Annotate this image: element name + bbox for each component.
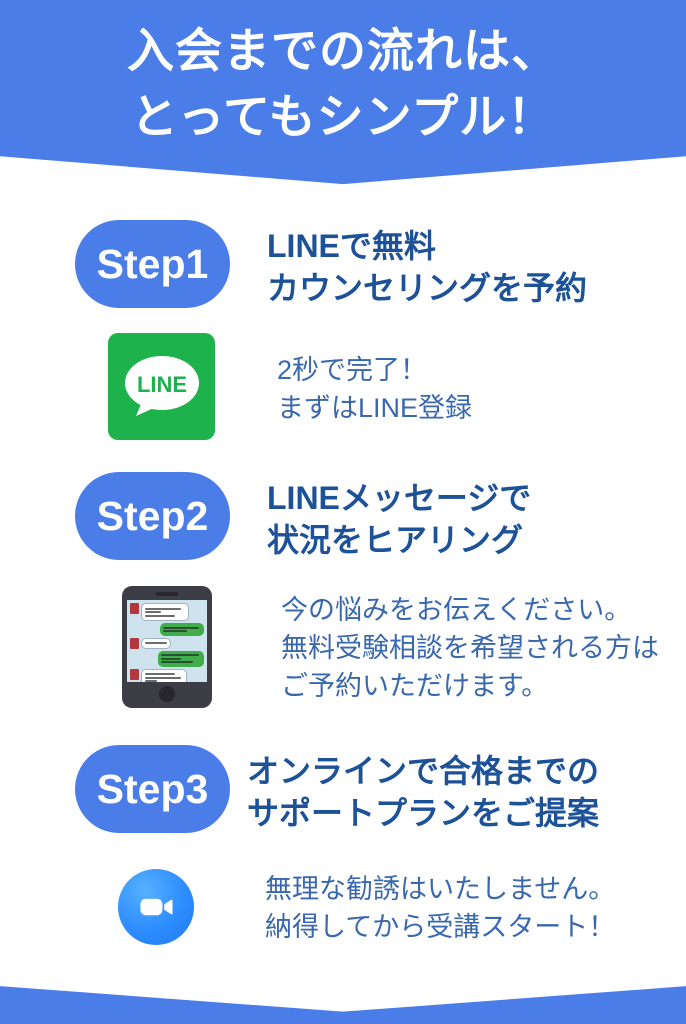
phone-home-button	[159, 686, 175, 702]
step2-desc-line3: ご予約いただけます。	[281, 670, 549, 701]
step2-heading-line2: 状況をヒアリング	[267, 521, 524, 558]
step1-heading-line1: LINEで無料	[267, 228, 436, 264]
step2-description: 今の悩みをお伝えください。 無料受験相談を希望される方は ご予約いただけます。	[281, 592, 659, 705]
step3-desc-line2: 納得してから受講スタート！	[265, 911, 616, 942]
header-banner: 入会までの流れは、 とってもシンプル！	[0, 0, 686, 185]
step1-heading-line2: カウンセリングを予約	[267, 269, 588, 306]
chat-row	[130, 623, 204, 636]
step1-badge: Step1	[75, 220, 230, 308]
chat-row	[130, 637, 204, 649]
chat-row	[130, 603, 204, 621]
step1-badge-label: Step1	[96, 240, 209, 287]
chat-row	[130, 650, 204, 667]
smartphone-chat-illustration	[122, 586, 212, 708]
chat-bubble-received	[141, 637, 171, 649]
page-title-line1: 入会までの流れは、	[127, 24, 559, 77]
step3-heading: オンラインで合格までの サポートプランをご提案	[247, 751, 599, 834]
step3-desc-line1: 無理な勧誘はいたしません。	[265, 874, 616, 904]
step3-badge-label: Step3	[96, 765, 209, 812]
video-camera-icon	[140, 898, 173, 916]
step2-badge-label: Step2	[96, 492, 209, 539]
step3-badge: Step3	[75, 745, 230, 833]
phone-chat-screen	[127, 600, 207, 682]
step3-heading-line1: オンラインで合格までの	[247, 753, 600, 789]
chat-bubble-received	[141, 603, 189, 621]
line-speech-bubble-icon: LINE	[124, 355, 199, 416]
phone-speaker	[156, 592, 178, 596]
step2-heading-line1: LINEメッセージで	[267, 480, 532, 516]
step2-desc-line2: 無料受験相談を希望される方は	[281, 632, 659, 663]
step2-heading: LINEメッセージで 状況をヒアリング	[267, 478, 531, 561]
step1-desc-line2: まずはLINE登録	[277, 392, 473, 423]
step1-desc-line1: 2秒で完了！	[277, 355, 428, 385]
chat-avatar	[130, 603, 139, 614]
chat-avatar	[130, 637, 139, 649]
step3-description: 無理な勧誘はいたしません。 納得してから受講スタート！	[265, 871, 615, 947]
step2-desc-line1: 今の悩みをお伝えください。	[281, 595, 632, 625]
step3-heading-line2: サポートプランをご提案	[247, 794, 600, 831]
footer-band	[0, 986, 686, 1024]
step1-description: 2秒で完了！ まずはLINE登録	[277, 352, 472, 428]
chat-avatar	[130, 668, 139, 680]
zoom-video-icon	[118, 869, 194, 945]
chat-row	[130, 668, 204, 682]
page-title: 入会までの流れは、 とってもシンプル！	[0, 0, 686, 150]
step1-heading: LINEで無料 カウンセリングを予約	[267, 226, 587, 309]
chat-bubble-received	[141, 668, 187, 682]
chat-bubble-sent	[158, 650, 204, 667]
step2-badge: Step2	[75, 472, 230, 560]
line-app-icon: LINE	[108, 333, 215, 440]
chat-bubble-sent	[160, 623, 204, 636]
page-title-line2: とってもシンプル！	[130, 89, 556, 143]
line-icon-label: LINE	[136, 372, 186, 397]
